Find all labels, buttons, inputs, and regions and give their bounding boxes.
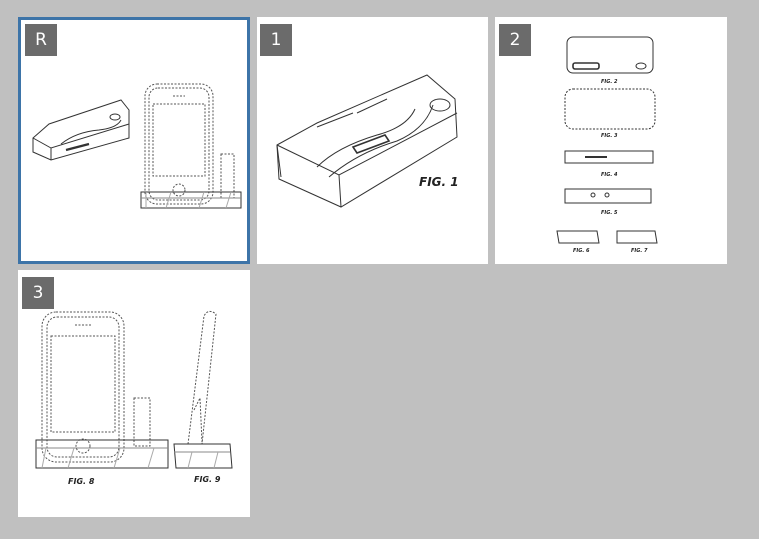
fig-9-caption: FIG. 9 bbox=[194, 475, 221, 484]
tile-badge-1: 1 bbox=[260, 24, 292, 56]
thumbnail-tile-2[interactable]: 2 FIG. 2 FIG. 3 FIG. 4 FIG. 5 FIG. 6 FIG… bbox=[495, 17, 727, 264]
fig-5-caption: FIG. 5 bbox=[601, 210, 618, 216]
fig-6-caption: FIG. 6 bbox=[573, 248, 590, 254]
thumbnail-tile-1[interactable]: 1 FIG. 1 bbox=[257, 17, 488, 264]
fig-2-caption: FIG. 2 bbox=[601, 79, 618, 85]
fig-7-caption: FIG. 7 bbox=[631, 248, 648, 254]
tile-badge-3: 3 bbox=[22, 277, 54, 309]
fig-8-caption: FIG. 8 bbox=[68, 477, 95, 486]
fig-1-caption: FIG. 1 bbox=[419, 175, 459, 189]
tile-badge-2: 2 bbox=[499, 24, 531, 56]
dock-with-phone-drawing bbox=[32, 83, 242, 209]
thumbnail-tile-3[interactable]: 3 FIG. 8 FIG. 9 bbox=[18, 270, 250, 517]
thumbnail-tile-r[interactable]: R bbox=[18, 17, 250, 264]
tile-badge-r: R bbox=[25, 24, 57, 56]
dock-views-drawing: FIG. 2 FIG. 3 FIG. 4 FIG. 5 FIG. 6 FIG. … bbox=[556, 36, 658, 254]
fig-3-caption: FIG. 3 bbox=[601, 133, 618, 139]
dock-front-side-drawing: FIG. 8 FIG. 9 bbox=[35, 310, 233, 486]
fig-4-caption: FIG. 4 bbox=[601, 172, 618, 178]
dock-fig-1-drawing: FIG. 1 bbox=[276, 74, 459, 208]
